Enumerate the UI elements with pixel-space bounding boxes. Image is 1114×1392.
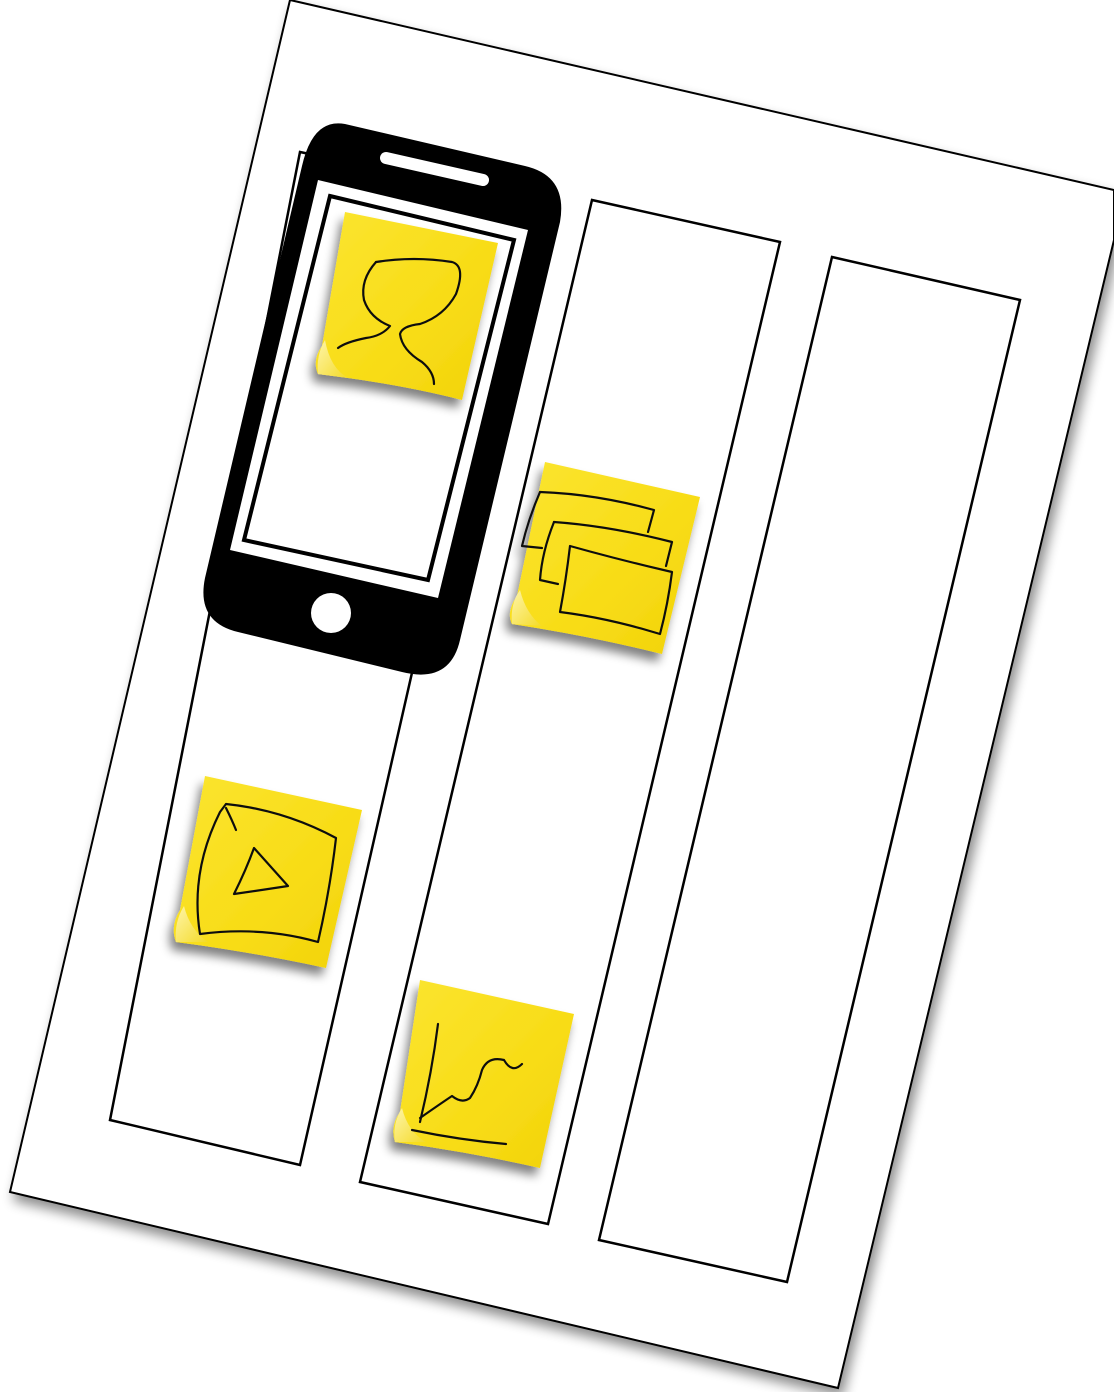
storyboard-canvas: person-silhouette-sketch stacked-cards-s…: [0, 0, 1114, 1392]
storyboard-drawing: [0, 0, 1114, 1392]
